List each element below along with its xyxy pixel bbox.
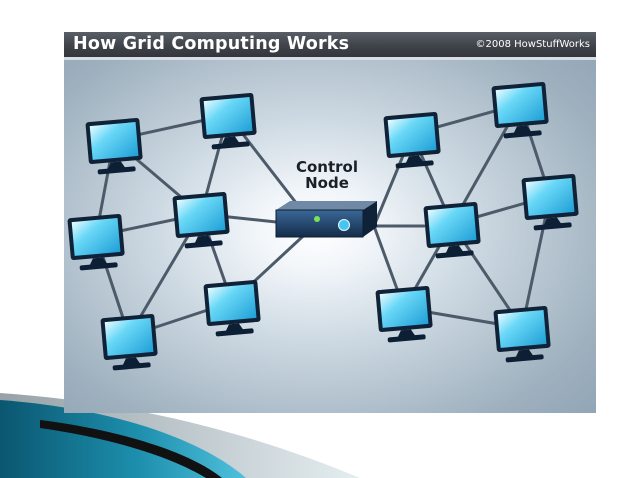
computer-nodes (67, 81, 579, 371)
figure-title: How Grid Computing Works (73, 34, 350, 54)
computer-monitor-icon (172, 191, 230, 249)
computer-monitor-icon (493, 305, 551, 363)
figure-credit: ©2008 HowStuffWorks (475, 39, 590, 50)
control-node-server (275, 201, 377, 238)
network-diagram (67, 81, 579, 371)
computer-monitor-icon (203, 279, 261, 337)
computer-monitor-icon (375, 285, 433, 343)
figure-title-bar: How Grid Computing Works ©2008 HowStuffW… (64, 32, 596, 57)
computer-monitor-icon (521, 173, 579, 231)
computer-monitor-icon (491, 81, 549, 139)
control-node-label-line1: Control (295, 158, 358, 176)
computer-monitor-icon (199, 92, 257, 150)
computer-monitor-icon (85, 117, 143, 175)
computer-monitor-icon (100, 313, 158, 371)
title-underline (64, 57, 596, 60)
control-node-label: Control Node (282, 159, 372, 191)
computer-monitor-icon (383, 111, 441, 169)
computer-monitor-icon (67, 213, 125, 271)
control-node-label-line2: Node (305, 174, 349, 192)
grid-computing-figure: How Grid Computing Works ©2008 HowStuffW… (64, 32, 596, 413)
computer-monitor-icon (423, 201, 481, 259)
